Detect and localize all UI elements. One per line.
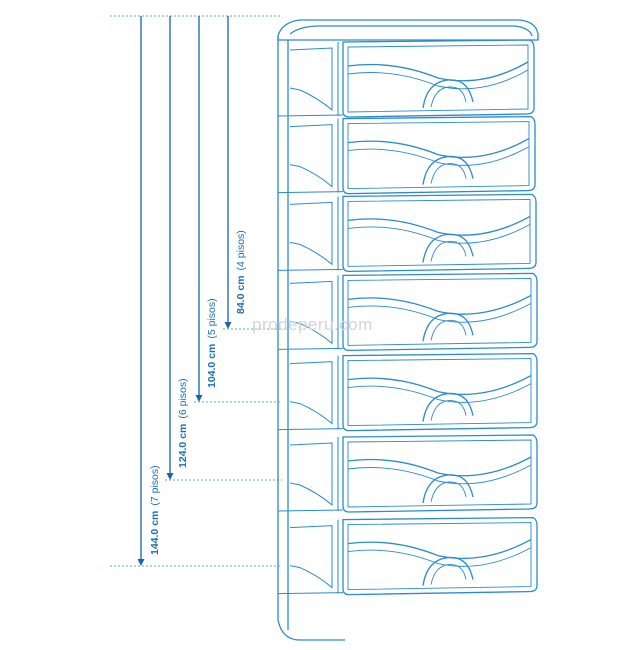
cabinet-top xyxy=(277,19,539,41)
drawer-handle[interactable] xyxy=(422,79,474,109)
arrow-head-icon xyxy=(166,473,174,480)
arrow-head-icon xyxy=(195,395,203,402)
dim-label-124: 124.0 cm(6 pisos) xyxy=(177,378,189,468)
drawer-handle[interactable] xyxy=(422,233,474,263)
drawer[interactable] xyxy=(277,434,538,513)
drawer[interactable] xyxy=(277,193,537,273)
arrow-head-icon xyxy=(137,559,145,566)
cabinet-side xyxy=(277,36,345,641)
drawer[interactable] xyxy=(277,39,535,118)
drawer[interactable] xyxy=(277,272,538,352)
dim-label-144: 144.0 cm(7 pisos) xyxy=(149,465,161,555)
svg-text:84.0 cm(4 pisos): 84.0 cm(4 pisos) xyxy=(235,230,247,314)
dim-label-104: 104.0 cm(5 pisos) xyxy=(206,298,218,388)
drawer-cabinet xyxy=(277,19,539,641)
svg-text:124.0 cm(6 pisos): 124.0 cm(6 pisos) xyxy=(177,378,189,468)
drawer[interactable] xyxy=(277,516,538,596)
svg-text:104.0 cm(5 pisos): 104.0 cm(5 pisos) xyxy=(206,298,218,388)
drawer-handle[interactable] xyxy=(422,155,474,185)
drawer-handle[interactable] xyxy=(422,312,474,342)
drawer-handle[interactable] xyxy=(422,474,474,504)
drawer[interactable] xyxy=(277,115,536,195)
watermark: prodeperu.com xyxy=(252,315,373,334)
dim-label-84: 84.0 cm(4 pisos) xyxy=(235,230,247,314)
drawer[interactable] xyxy=(277,352,538,432)
dimension-lines xyxy=(110,15,282,567)
drawer-handle[interactable] xyxy=(422,392,474,422)
arrow-head-icon xyxy=(224,322,232,329)
drawer-handle[interactable] xyxy=(422,556,474,586)
svg-text:144.0 cm(7 pisos): 144.0 cm(7 pisos) xyxy=(149,465,161,555)
